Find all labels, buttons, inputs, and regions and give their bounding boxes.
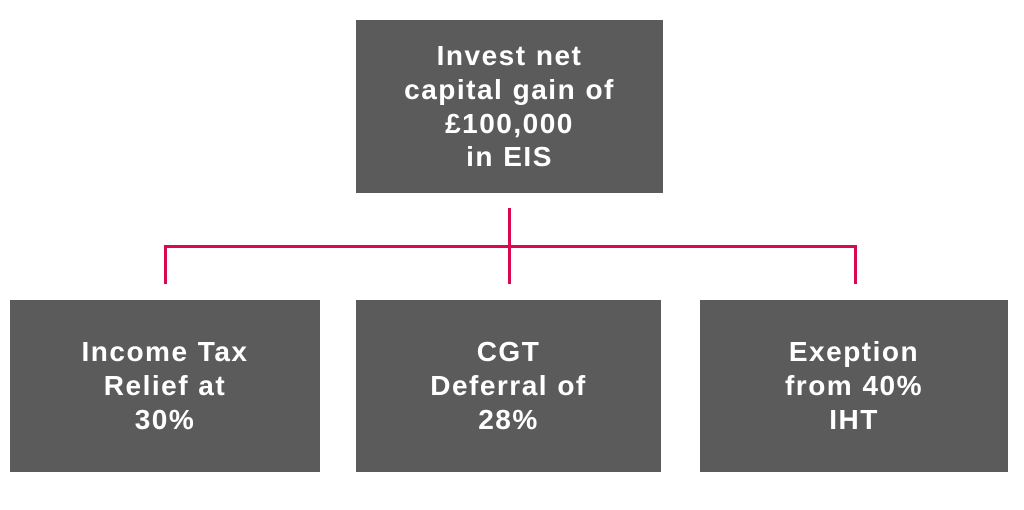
child-box-line: from 40% — [784, 370, 924, 402]
child-box-line: CGT — [476, 336, 541, 368]
child-box-line: Exeption — [788, 336, 920, 368]
root-box-line: £100,000 — [445, 107, 574, 139]
child-box-line: Income Tax — [81, 336, 249, 368]
child-box-cgt-deferral: CGT Deferral of 28% — [356, 300, 661, 472]
root-box-invest-eis: Invest net capital gain of £100,000 in E… — [356, 20, 663, 193]
child-box-line: IHT — [829, 403, 879, 435]
child-box-line: Deferral of — [430, 370, 587, 402]
root-box-line: Invest net — [436, 39, 583, 71]
child-box-income-tax-relief: Income Tax Relief at 30% — [10, 300, 320, 472]
root-box-line: in EIS — [466, 141, 553, 173]
connector-drop-left — [164, 245, 167, 284]
root-box-line: capital gain of — [404, 73, 615, 105]
connector-horizontal-bar — [164, 245, 857, 248]
child-box-line: 28% — [478, 403, 539, 435]
child-box-line: 30% — [134, 403, 196, 435]
connector-drop-right — [854, 245, 857, 284]
child-box-line: Relief at — [103, 370, 227, 402]
child-box-iht-exemption: Exeption from 40% IHT — [700, 300, 1008, 472]
